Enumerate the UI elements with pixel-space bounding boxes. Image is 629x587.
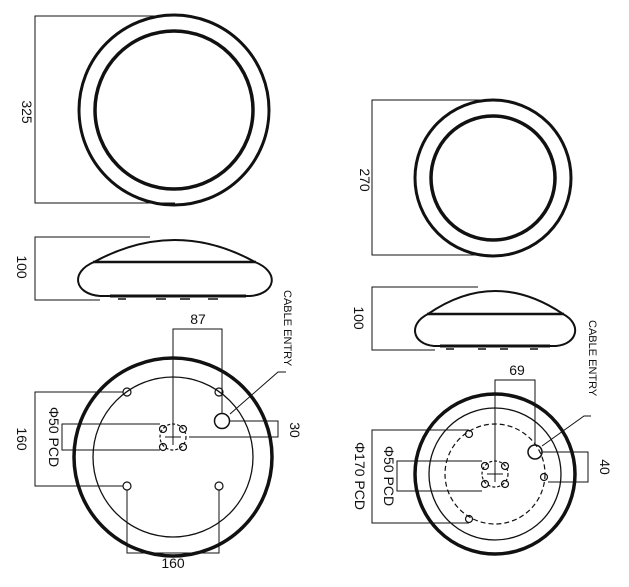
right-cable-entry-label: CABLE ENTRY [586,320,598,397]
right-pcd-170-label: Φ170 PCD [352,442,368,510]
left-pcd-label: Φ50 PCD [46,407,62,467]
right-top-dimension-label: 270 [357,168,373,192]
right-dim-40-line [542,451,589,483]
left-dim-160-width-line [126,490,220,554]
right-pcd-50-dimension-line [396,460,482,492]
left-dim-160-height-label: 160 [14,427,30,451]
left-side-view: 100 [14,236,273,301]
right-side-view: 100 [351,286,576,351]
right-dim-69-label: 69 [509,362,525,378]
left-base-pcd-holes [158,424,188,452]
left-cable-entry-label: CABLE ENTRY [281,290,293,367]
left-side-dimension-label: 100 [14,255,30,279]
right-top-view: 270 [357,98,573,258]
right-pcd-50-label: Φ50 PCD [381,446,397,506]
left-pcd-dimension-line [61,423,160,451]
left-base-view: CABLE ENTRY 87 30 Φ50 PCD 160 160 [14,290,303,571]
right-pcd-170-dimension-line [371,429,469,524]
right-dim-69-line [494,379,536,474]
left-dim-30-label: 30 [287,422,303,438]
left-side-body [77,261,273,297]
left-dim-30-line [189,420,279,438]
left-dim-87-line [172,328,223,437]
right-cable-entry-leader [541,415,591,447]
left-dim-87-label: 87 [190,311,206,327]
right-top-outer-ring [413,98,573,258]
left-side-dimension-bracket [34,236,150,301]
left-top-dimension-label: 325 [19,100,35,124]
left-dim-160-width-label: 160 [161,555,185,571]
left-top-outer-ring [77,13,271,207]
right-top-dimension-bracket [371,99,493,256]
right-top-inner-ring [429,114,557,242]
left-top-view: 325 [19,13,271,207]
right-side-body [414,313,576,347]
right-base-pcd-holes [480,461,510,489]
left-top-inner-ring [93,29,255,191]
right-base-view: CABLE ENTRY 69 40 Φ170 PCD Φ50 PCD [352,320,613,556]
right-side-dimension-bracket [371,286,478,351]
left-base-cable-entry-hole [213,412,231,430]
left-cable-entry-leader [229,371,286,415]
left-side-dome [93,239,256,263]
right-side-dome [427,290,564,315]
right-side-dimension-label: 100 [351,306,367,330]
left-top-dimension-bracket [34,15,175,204]
right-dim-40-label: 40 [597,459,613,475]
left-dim-160-height-line [34,391,123,487]
